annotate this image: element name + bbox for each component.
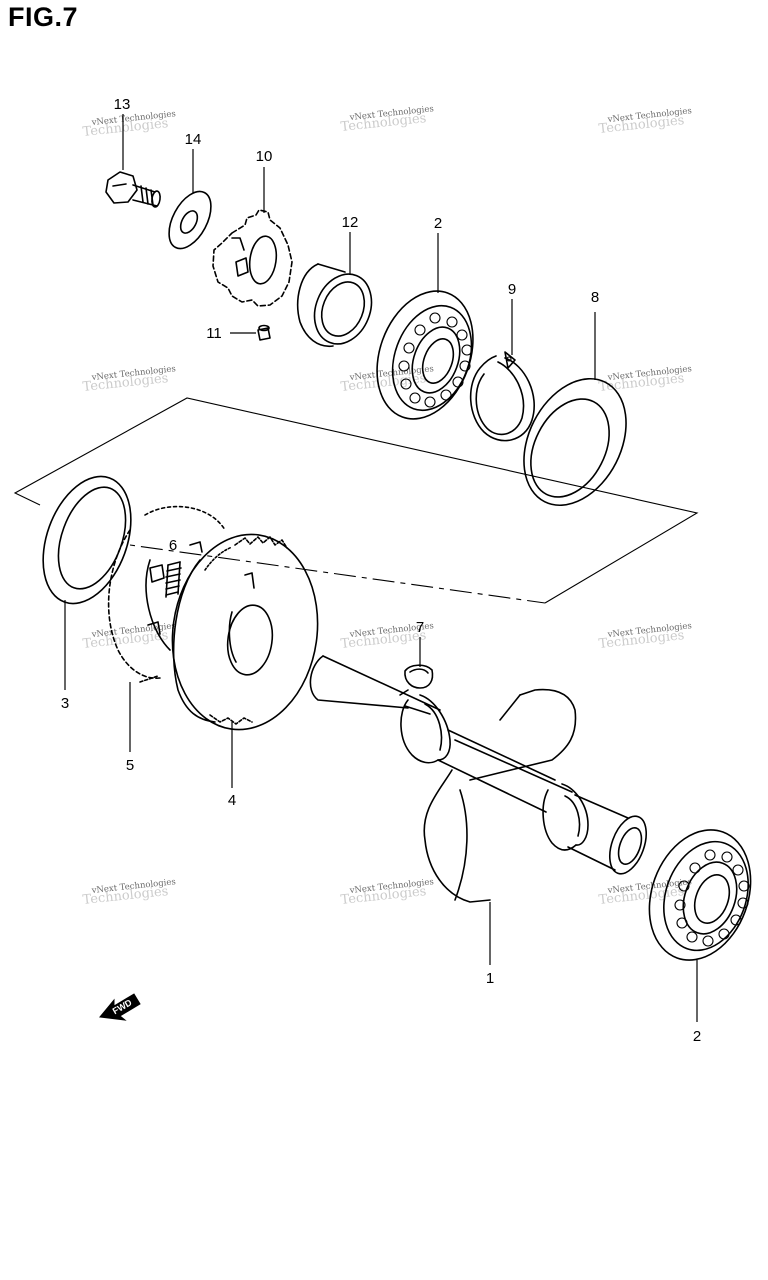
shaft-part-1 bbox=[309, 655, 648, 903]
part-label-4: 4 bbox=[228, 792, 236, 809]
part-label-13: 13 bbox=[114, 96, 131, 113]
assembly-axis-line bbox=[129, 544, 546, 604]
part-label-9: 9 bbox=[508, 281, 516, 298]
pin-part-11 bbox=[257, 324, 271, 341]
part-number-labels: 13 14 10 11 12 2 9 8 6 3 5 4 7 1 2 bbox=[61, 96, 701, 1045]
circlip-part-9 bbox=[469, 351, 535, 442]
clutch-plate-part-5 bbox=[107, 505, 226, 683]
washer-part-8 bbox=[523, 377, 627, 507]
figure-title: FIG.7 bbox=[8, 2, 79, 32]
gear-part-4 bbox=[171, 533, 319, 731]
part-label-7: 7 bbox=[416, 619, 424, 636]
washer-part-14 bbox=[168, 190, 212, 250]
bearing-rollers bbox=[674, 849, 750, 947]
part-label-3: 3 bbox=[61, 695, 69, 712]
part-label-2-upper: 2 bbox=[434, 215, 442, 232]
bolt-part-13 bbox=[105, 171, 161, 208]
bearing-rollers bbox=[398, 312, 473, 408]
part-label-2-lower: 2 bbox=[693, 1028, 701, 1045]
part-label-10: 10 bbox=[256, 148, 273, 165]
sleeve-part-12 bbox=[296, 263, 373, 347]
assembly-outline bbox=[13, 397, 699, 604]
part-label-14: 14 bbox=[185, 131, 202, 148]
washer-part-3 bbox=[42, 475, 132, 605]
part-label-1: 1 bbox=[486, 970, 494, 987]
part-label-8: 8 bbox=[591, 289, 599, 306]
part-label-6: 6 bbox=[169, 537, 177, 554]
fwd-direction-arrow: FWD bbox=[99, 993, 141, 1021]
part-label-11: 11 bbox=[206, 325, 222, 342]
part-label-5: 5 bbox=[126, 757, 134, 774]
spring-part-6 bbox=[165, 561, 182, 598]
plate-part-10 bbox=[212, 209, 293, 307]
key-part-7 bbox=[404, 664, 434, 689]
bearing-part-2-upper bbox=[376, 290, 474, 420]
part-label-12: 12 bbox=[342, 214, 359, 231]
bearing-part-2-lower bbox=[648, 829, 752, 961]
leader-lines bbox=[64, 114, 698, 1022]
